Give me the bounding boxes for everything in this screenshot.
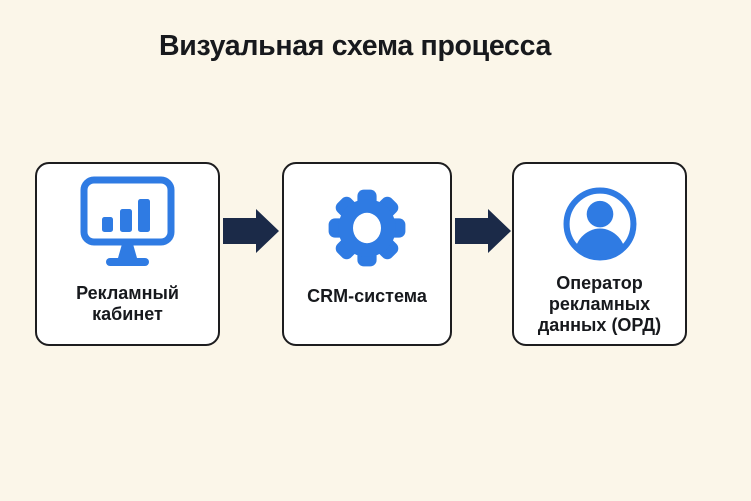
node-ord-operator: Оператор рекламных данных (ОРД)	[512, 162, 687, 346]
node-crm-system: CRM-система	[282, 162, 452, 346]
node-label: CRM-система	[307, 286, 427, 306]
node-label: Оператор рекламных данных (ОРД)	[537, 273, 662, 335]
page-title: Визуальная схема процесса	[158, 30, 552, 62]
monitor-chart-icon	[80, 176, 175, 273]
node-label: Рекламный кабинет	[76, 283, 179, 324]
node-ad-cabinet: Рекламный кабинет	[35, 162, 220, 346]
user-icon	[562, 186, 638, 267]
arrow-right-icon	[455, 209, 511, 253]
gear-icon	[327, 188, 407, 273]
arrow-right-icon	[223, 209, 279, 253]
